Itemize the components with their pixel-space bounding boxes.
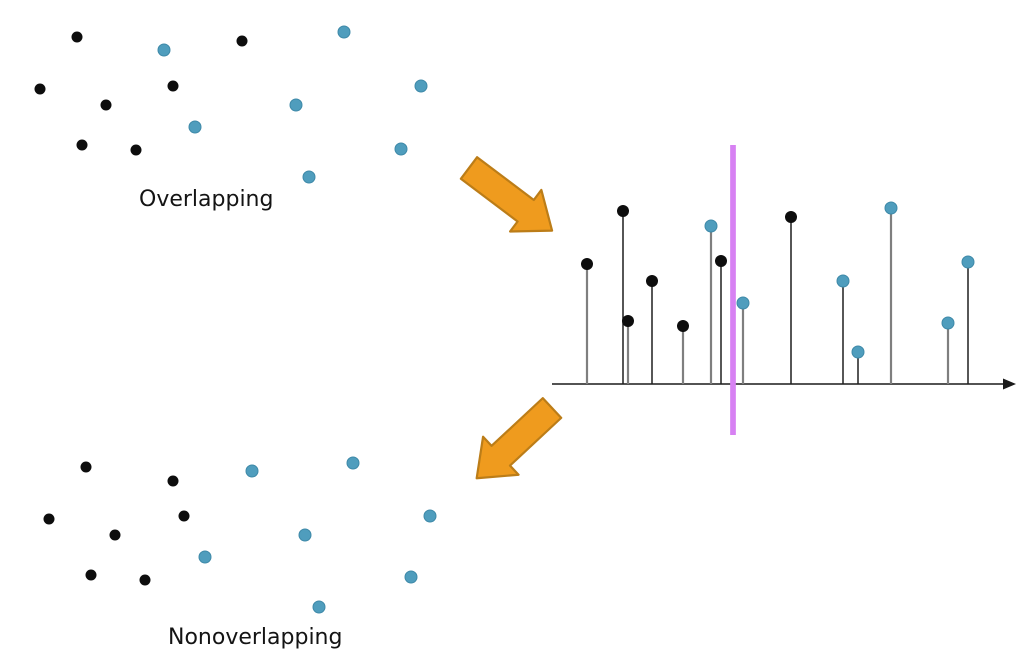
- scatter-dot-black: [85, 569, 97, 581]
- axis-arrowhead-icon: [1003, 378, 1016, 390]
- stem-plot: [552, 145, 1016, 435]
- scatter-dot-black: [178, 510, 190, 522]
- scatter-dot-black: [167, 80, 179, 92]
- scatter-dot-black: [71, 31, 83, 43]
- stem-dot-black: [785, 211, 797, 223]
- scatter-dot-black: [76, 139, 88, 151]
- scatter-dot-black: [236, 35, 248, 47]
- overlapping-label: Overlapping: [139, 187, 274, 212]
- scatter-dot-blue: [245, 464, 259, 478]
- scatter-dot-blue: [404, 570, 418, 584]
- stem-dot-black: [617, 205, 629, 217]
- scatter-dot-blue: [157, 43, 171, 57]
- scatter-dot-blue: [198, 550, 212, 564]
- scatter-dot-blue: [298, 528, 312, 542]
- scatter-dot-blue: [414, 79, 428, 93]
- stem-dot-black: [715, 255, 727, 267]
- scatter-dot-black: [130, 144, 142, 156]
- scatter-dot-blue: [188, 120, 202, 134]
- nonoverlapping-label: Nonoverlapping: [168, 625, 343, 650]
- scatter-dot-black: [109, 529, 121, 541]
- scatter-dot-black: [80, 461, 92, 473]
- stem-dot-black: [646, 275, 658, 287]
- stem-dot-blue: [836, 274, 850, 288]
- stem-dot-blue: [884, 201, 898, 215]
- scatter-dot-black: [100, 99, 112, 111]
- stem-dot-blue: [851, 345, 865, 359]
- stem-dot-blue: [704, 219, 718, 233]
- scatter-dot-blue: [302, 170, 316, 184]
- scatter-dot-black: [34, 83, 46, 95]
- stem-dot-black: [581, 258, 593, 270]
- scatter-dot-black: [139, 574, 151, 586]
- scatter-dot-blue: [423, 509, 437, 523]
- scatter-dot-black: [43, 513, 55, 525]
- scatter-overlapping: [34, 25, 428, 184]
- scatter-dot-blue: [346, 456, 360, 470]
- scatter-dot-blue: [337, 25, 351, 39]
- scatter-dot-blue: [394, 142, 408, 156]
- flow-arrow-top: [459, 156, 554, 233]
- scatter-dot-blue: [312, 600, 326, 614]
- stem-dot-blue: [736, 296, 750, 310]
- stem-dot-black: [622, 315, 634, 327]
- stem-dot-black: [677, 320, 689, 332]
- scatter-dot-blue: [289, 98, 303, 112]
- scatter-nonoverlapping: [43, 456, 437, 614]
- flow-arrow-bottom: [475, 397, 563, 480]
- stem-dot-blue: [941, 316, 955, 330]
- scatter-dot-black: [167, 475, 179, 487]
- stem-dot-blue: [961, 255, 975, 269]
